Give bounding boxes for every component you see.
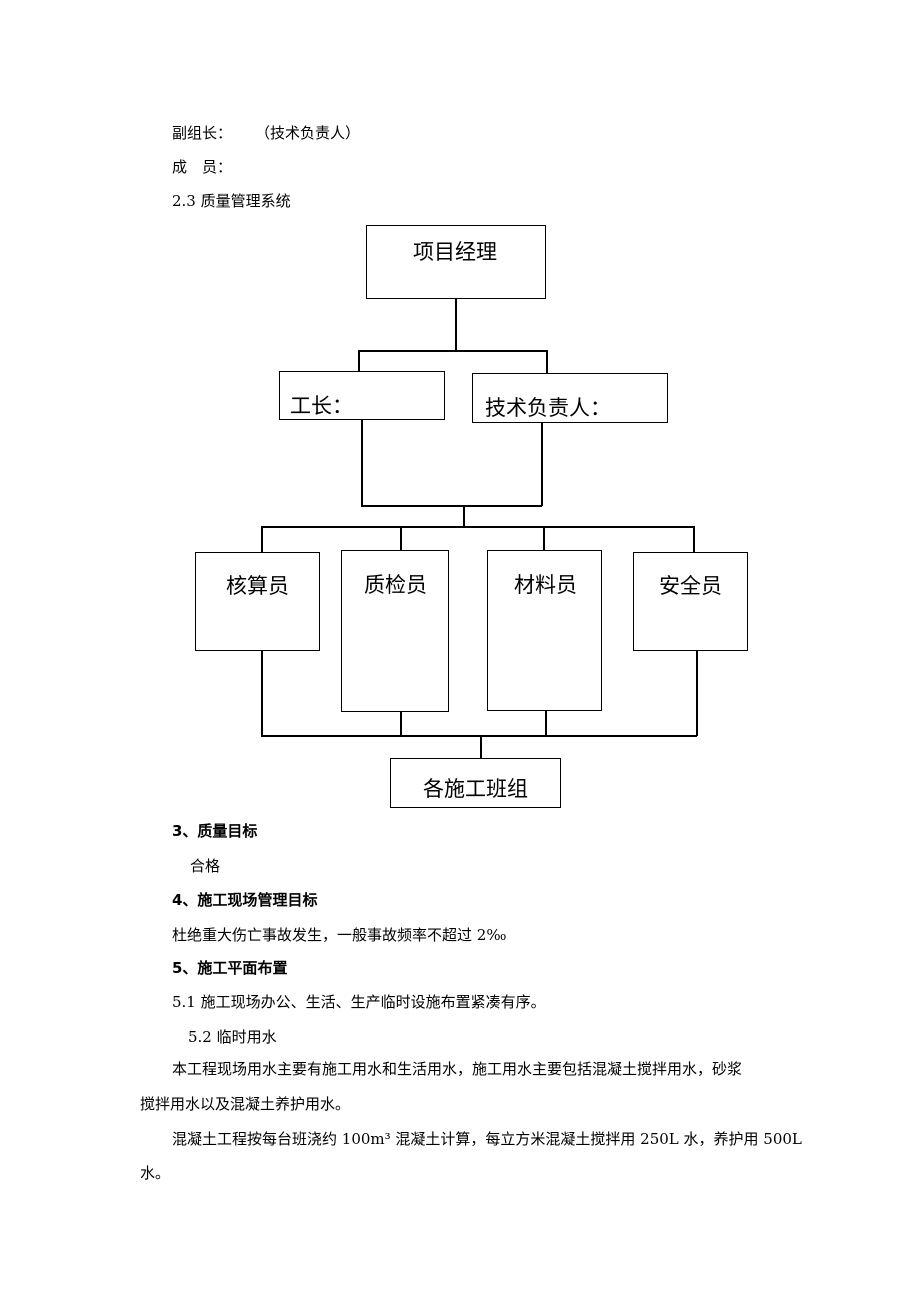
connector: [261, 526, 694, 528]
connector: [261, 735, 697, 737]
box-materials-clerk-label: 材料员: [514, 573, 577, 597]
connector: [546, 350, 548, 374]
section-4-body: 杜绝重大伤亡事故发生，一般事故频率不超过 2‰: [172, 926, 507, 944]
connector: [261, 526, 263, 553]
connector: [400, 712, 402, 736]
box-accountant: 核算员: [195, 552, 320, 651]
connector: [480, 735, 482, 759]
box-quality-inspector-label: 质检员: [364, 573, 427, 597]
section-3-title: 3、质量目标: [172, 822, 258, 840]
box-materials-clerk: 材料员: [487, 550, 602, 711]
box-construction-teams-label: 各施工班组: [423, 777, 528, 801]
paragraph-2-line-2: 水。: [140, 1164, 171, 1182]
connector: [463, 505, 465, 527]
box-foreman: 工长：: [279, 371, 445, 420]
box-project-manager-label: 项目经理: [413, 240, 497, 264]
connector: [358, 350, 547, 352]
section-4-title: 4、施工现场管理目标: [172, 891, 318, 909]
connector: [543, 526, 545, 551]
connector: [541, 423, 543, 506]
section-3-body: 合格: [190, 857, 221, 875]
members-label: 成 员：: [172, 158, 233, 176]
section-2-3-title: 2.3 质量管理系统: [172, 192, 291, 210]
box-safety-officer-label: 安全员: [659, 574, 722, 598]
connector: [696, 651, 698, 736]
connector: [455, 299, 457, 351]
connector: [358, 350, 360, 372]
box-quality-inspector: 质检员: [341, 550, 449, 712]
connector: [693, 526, 695, 553]
paragraph-1-line-1: 本工程现场用水主要有施工用水和生活用水，施工用水主要包括混凝土搅拌用水，砂浆: [172, 1060, 743, 1078]
section-5-2: 5.2 临时用水: [188, 1028, 277, 1046]
box-project-manager: 项目经理: [366, 225, 546, 299]
paragraph-2-line-1: 混凝土工程按每台班浇约 100m³ 混凝土计算，每立方米混凝土搅拌用 250L …: [172, 1130, 802, 1148]
box-technical-lead-label: 技术负责人：: [485, 396, 611, 420]
box-construction-teams: 各施工班组: [390, 758, 561, 808]
connector: [261, 651, 263, 736]
section-5-title: 5、施工平面布置: [172, 959, 288, 977]
deputy-leader-label: 副组长：: [172, 124, 233, 142]
deputy-leader-role: （技术负责人）: [255, 124, 361, 142]
connector: [400, 526, 402, 551]
connector: [361, 420, 363, 506]
box-foreman-label: 工长：: [290, 394, 353, 418]
box-safety-officer: 安全员: [633, 552, 748, 651]
connector: [361, 505, 542, 507]
box-technical-lead: 技术负责人：: [472, 373, 668, 423]
connector: [545, 711, 547, 736]
box-accountant-label: 核算员: [226, 574, 289, 598]
paragraph-1-line-2: 搅拌用水以及混凝土养护用水。: [140, 1095, 351, 1113]
section-5-1: 5.1 施工现场办公、生活、生产临时设施布置紧凑有序。: [172, 993, 546, 1011]
